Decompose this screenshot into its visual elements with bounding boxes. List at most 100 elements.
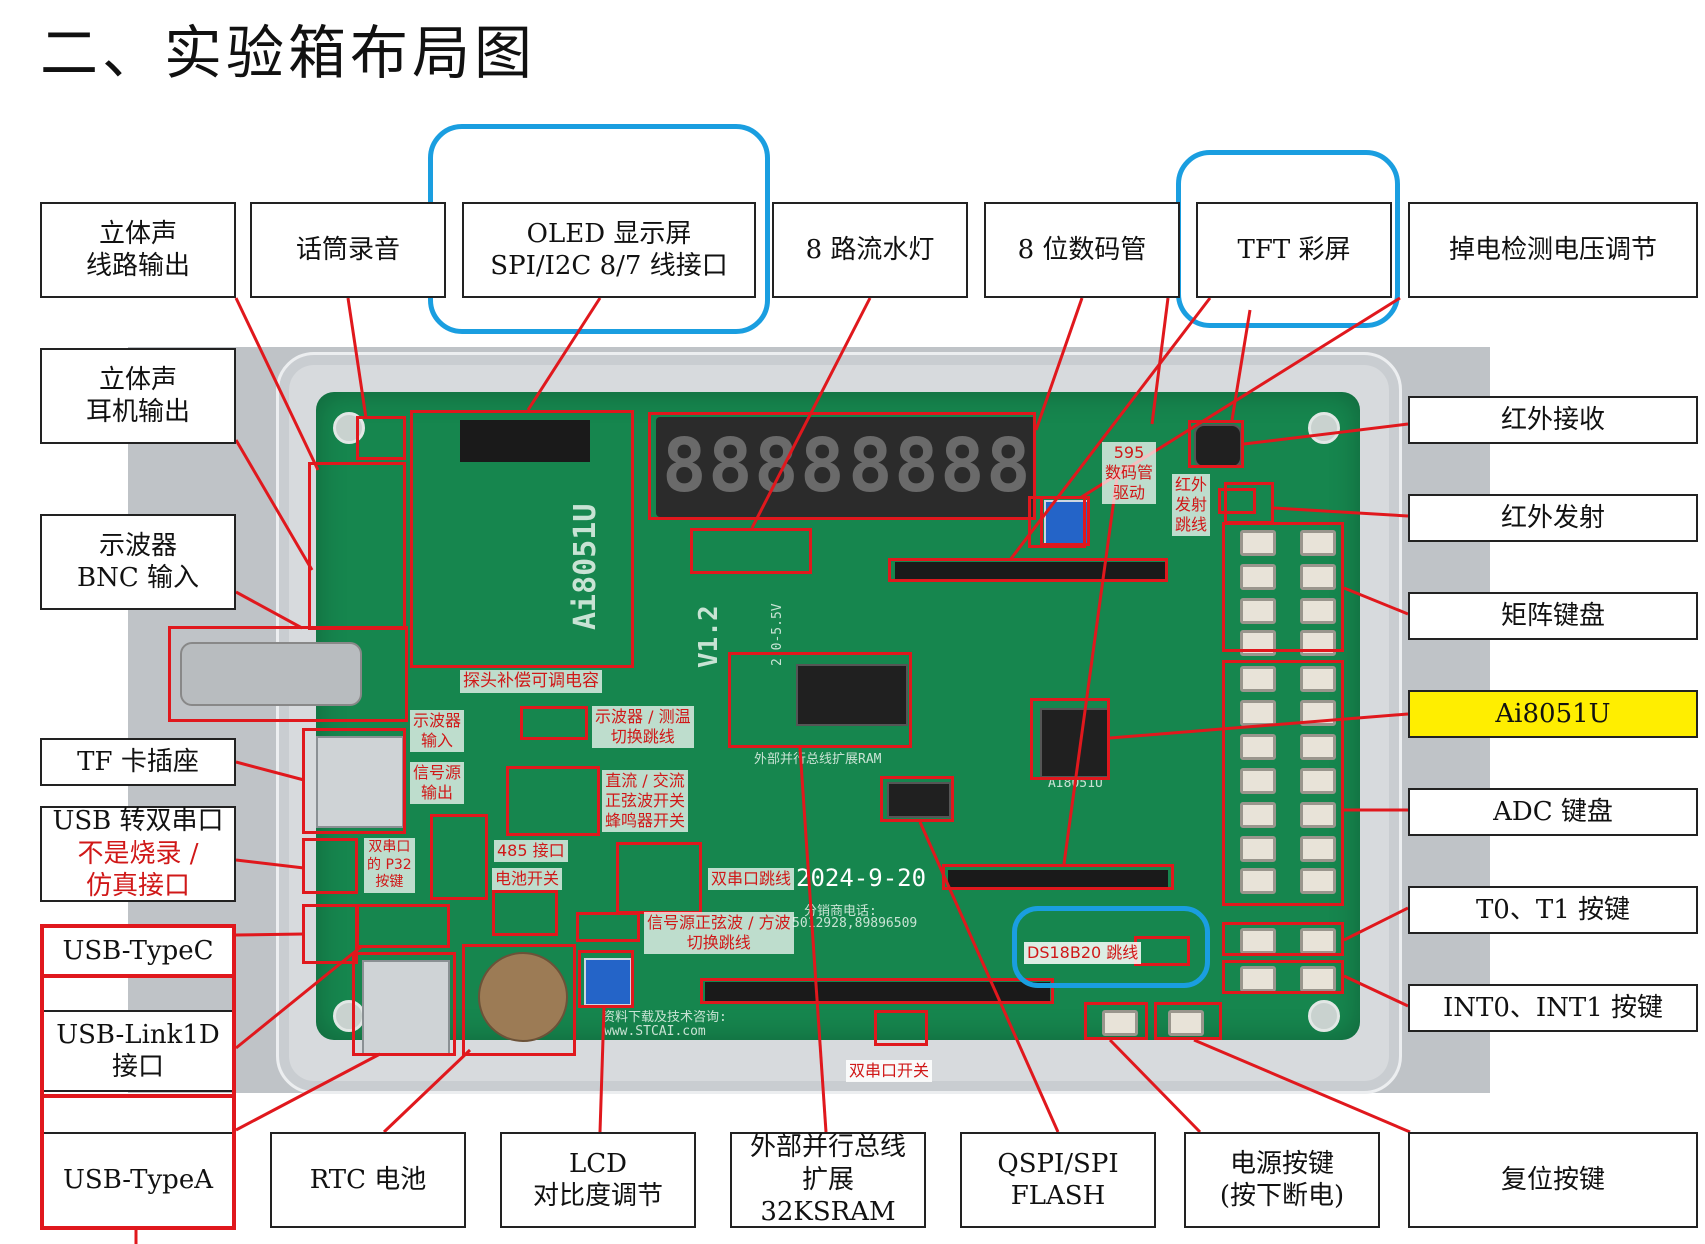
digit: 8: [662, 423, 707, 509]
silk-ram: 外部并行总线扩展RAM: [754, 752, 882, 767]
label-usb-link1d: USB-Link1D 接口: [44, 1010, 232, 1092]
ann-sig-output: 信号源 输出: [410, 762, 465, 804]
ann-dc-ac: 直流 / 交流 正弦波开关 蜂鸣器开关: [602, 770, 689, 832]
adc-key[interactable]: [1240, 802, 1276, 828]
adc-key[interactable]: [1240, 868, 1276, 894]
digit: 8: [754, 423, 799, 509]
box-485: [430, 814, 488, 900]
int1-key[interactable]: [1300, 966, 1336, 992]
matrix-key[interactable]: [1300, 530, 1336, 556]
adc-key[interactable]: [1240, 700, 1276, 726]
box-bnc: [168, 626, 408, 722]
box-led: [690, 528, 812, 574]
int0-key[interactable]: [1240, 966, 1276, 992]
box-dual-sw: [874, 1010, 928, 1046]
label-oled: OLED 显示屏 SPI/I2C 8/7 线接口: [462, 202, 756, 298]
label-ai8051u: Ai8051U: [1408, 690, 1698, 738]
lcd-header: [705, 982, 1050, 1002]
bnc-connector: [180, 642, 362, 706]
box-battery-sw: [492, 890, 558, 936]
mount-hole: [1308, 1000, 1340, 1032]
box-oled: [410, 410, 634, 668]
label-t0-t1-keys: T0、T1 按键: [1408, 886, 1698, 934]
label-ir-receive: 红外接收: [1408, 396, 1698, 444]
box-tft-header: [888, 558, 1168, 582]
label-tf-slot: TF 卡插座: [40, 738, 236, 786]
label-reset-key: 复位按键: [1408, 1132, 1698, 1228]
adc-key[interactable]: [1300, 768, 1336, 794]
digit: 8: [894, 423, 939, 509]
label-stereo-line-out: 立体声 线路输出: [40, 202, 236, 298]
label-tft: TFT 彩屏: [1196, 202, 1392, 298]
box-reset-key: [1154, 1002, 1222, 1040]
ann-osc-switch: 示波器 / 测温 切换跳线: [592, 706, 694, 748]
box-sig-jumper: [576, 912, 640, 942]
box-adc: [1222, 660, 1344, 906]
label-adc-keypad: ADC 键盘: [1408, 788, 1698, 836]
adc-key[interactable]: [1240, 666, 1276, 692]
tft-header: [895, 562, 1165, 580]
matrix-key[interactable]: [1240, 564, 1276, 590]
box-ir-rx: [1188, 420, 1244, 468]
box-ir-jumper: [1218, 488, 1256, 514]
adc-key[interactable]: [1300, 802, 1336, 828]
label-matrix-keypad: 矩阵键盘: [1408, 592, 1698, 640]
label-rtc-battery: RTC 电池: [270, 1132, 466, 1228]
matrix-key[interactable]: [1240, 598, 1276, 624]
adc-key[interactable]: [1300, 836, 1336, 862]
ann-ir-jumper: 红外 发射 跳线: [1172, 474, 1211, 536]
t1-key[interactable]: [1300, 928, 1336, 954]
label-8-seg: 8 位数码管: [984, 202, 1180, 298]
label-stereo-earphone: 立体声 耳机输出: [40, 348, 236, 444]
box-int: [1222, 960, 1344, 994]
ann-hc595: 595 数码管 驱动: [1102, 442, 1157, 504]
box-lcd-header: [700, 978, 1054, 1004]
seven-segment-display: 8 8 8 8 8 8 8 8: [656, 417, 1036, 517]
oled-header: [460, 420, 590, 462]
ann-485: 485 接口: [494, 840, 568, 862]
label-ir-transmit: 红外发射: [1408, 494, 1698, 542]
label-8-led: 8 路流水灯: [772, 202, 968, 298]
label-osc-bnc: 示波器 BNC 输入: [40, 514, 236, 610]
ann-ds18b20: DS18B20 跳线: [1024, 942, 1142, 964]
adc-key[interactable]: [1300, 734, 1336, 760]
box-matrix: [1222, 522, 1344, 652]
power-key[interactable]: [1102, 1010, 1138, 1036]
adc-key[interactable]: [1300, 666, 1336, 692]
box-mic: [356, 416, 406, 460]
label-usb-typea: USB-TypeA: [44, 1132, 232, 1226]
matrix-key[interactable]: [1300, 564, 1336, 590]
digit: 8: [940, 423, 985, 509]
box-lcd-pot: [578, 950, 634, 1008]
matrix-key[interactable]: [1240, 530, 1276, 556]
adc-key[interactable]: [1300, 868, 1336, 894]
label-usb-serial: USB 转双串口 不是烧录 / 仿真接口: [40, 806, 236, 902]
digit: 8: [800, 423, 845, 509]
bottom-header: [948, 870, 1168, 888]
ann-osc-input: 示波器 输入: [410, 710, 465, 752]
box-dc-ac: [506, 766, 600, 836]
box-usb-typea: [352, 952, 456, 1056]
page-title: 二、实验箱布局图: [40, 19, 537, 87]
ann-dual-p32: 双串口 的 P32 按键: [364, 838, 415, 893]
digit: 8: [986, 423, 1031, 509]
flash-chip: [887, 782, 951, 818]
box-usb-link: [356, 904, 450, 948]
ann-sig-switch: 信号源正弦波 / 方波 切换跳线: [644, 912, 794, 954]
ir-receiver: [1194, 424, 1242, 468]
digit: 8: [848, 423, 893, 509]
adc-key[interactable]: [1240, 768, 1276, 794]
reset-key[interactable]: [1168, 1010, 1204, 1036]
label-ext-sram: 外部并行总线 扩展 32KSRAM: [730, 1132, 926, 1228]
matrix-key[interactable]: [1300, 598, 1336, 624]
silk-phone: 5012928,89896509: [792, 916, 918, 931]
mount-hole: [333, 1000, 365, 1032]
adc-key[interactable]: [1240, 734, 1276, 760]
label-qspi-flash: QSPI/SPI FLASH: [960, 1132, 1156, 1228]
adc-key[interactable]: [1240, 836, 1276, 862]
box-seg: [648, 412, 1036, 520]
box-flash: [880, 776, 954, 822]
ann-battery-switch: 电池开关: [492, 868, 563, 890]
rtc-battery: [478, 952, 568, 1042]
t0-key[interactable]: [1240, 928, 1276, 954]
